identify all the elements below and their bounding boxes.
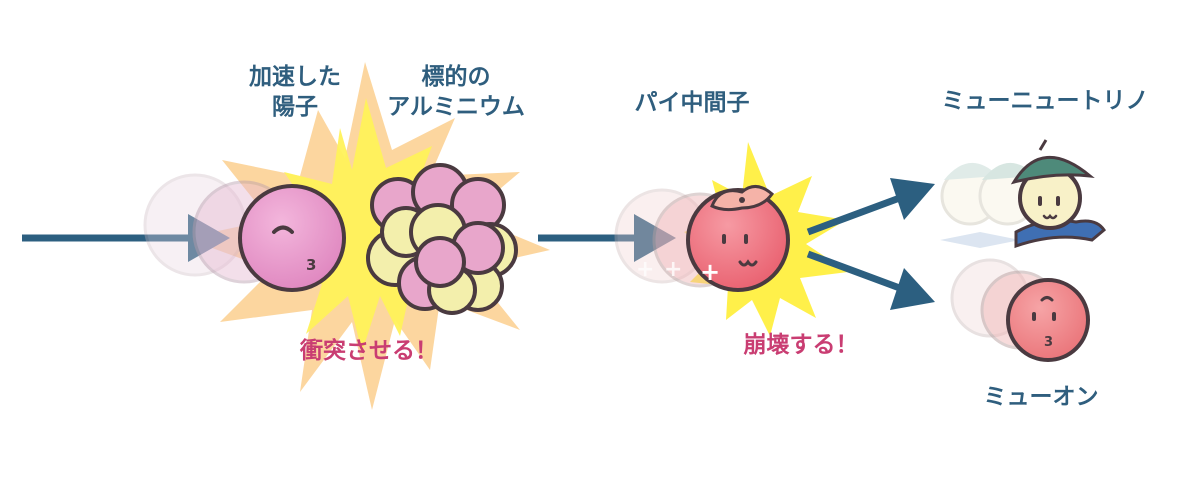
muon-arrow (806, 250, 935, 310)
svg-text:3: 3 (306, 256, 316, 274)
target-label: 標的の アルミニウム (368, 62, 544, 122)
proton-label: 加速した 陽子 (226, 62, 364, 122)
pion-label: パイ中間子 (634, 90, 750, 116)
muon-character: 3 (1006, 278, 1090, 362)
svg-text:3: 3 (1044, 335, 1053, 350)
middle-arrow (538, 214, 676, 262)
target-label-line1: 標的の (421, 64, 491, 90)
proton-character: 3 (238, 184, 346, 292)
decay-label: 崩壊する！ (743, 332, 859, 358)
neutrino-arrow (806, 178, 935, 236)
aluminium-nucleus (366, 163, 518, 315)
svg-text:+: + (700, 258, 720, 286)
target-label-line2: アルミニウム (387, 94, 525, 120)
proton-label-line2: 陽子 (272, 94, 318, 120)
proton-label-line1: 加速した (249, 64, 341, 90)
pion-character: + (686, 185, 790, 292)
svg-text:+: + (664, 257, 682, 282)
muon-label: ミューオン (983, 384, 1099, 410)
neutrino-label: ミューニュートリノ (941, 88, 1149, 114)
svg-text:+: + (636, 257, 654, 282)
incoming-arrow (22, 214, 230, 262)
neutrino-character (1010, 139, 1106, 249)
collide-label: 衝突させる！ (300, 338, 438, 364)
